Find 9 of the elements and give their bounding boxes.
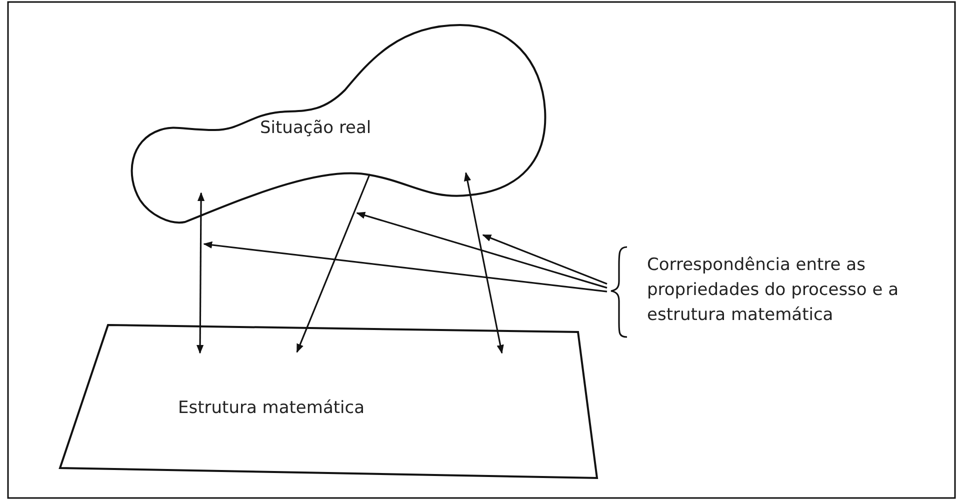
annotation-text: Correspondência entre as propriedades do processo e a estrutura matemática: [647, 254, 900, 327]
leader-line: [203, 241, 608, 292]
arrow: [464, 172, 504, 354]
arrow: [296, 174, 371, 353]
parallelogram-label: Estrutura matemática: [178, 397, 366, 420]
cloud-label: Situação real: [260, 117, 372, 140]
arrow: [196, 192, 205, 354]
leader-line: [482, 234, 608, 285]
leader-line: [356, 212, 608, 289]
